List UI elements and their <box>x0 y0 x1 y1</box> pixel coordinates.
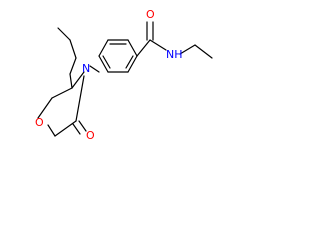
oxazolidinone-ring <box>37 65 100 137</box>
amide-nitrogen-label: NH <box>166 48 183 61</box>
structure-diagram: O NH N O O <box>35 8 213 142</box>
ring-oxygen-label: O <box>35 116 44 129</box>
ethyl-group <box>57 27 77 89</box>
amide-group <box>136 21 167 57</box>
benzene-ring <box>98 39 138 73</box>
propyl-chain <box>179 44 213 59</box>
ring-nitrogen-label: N <box>82 62 90 75</box>
carbonyl-oxygen-label: O <box>86 129 95 142</box>
amide-oxygen-label: O <box>146 8 155 21</box>
